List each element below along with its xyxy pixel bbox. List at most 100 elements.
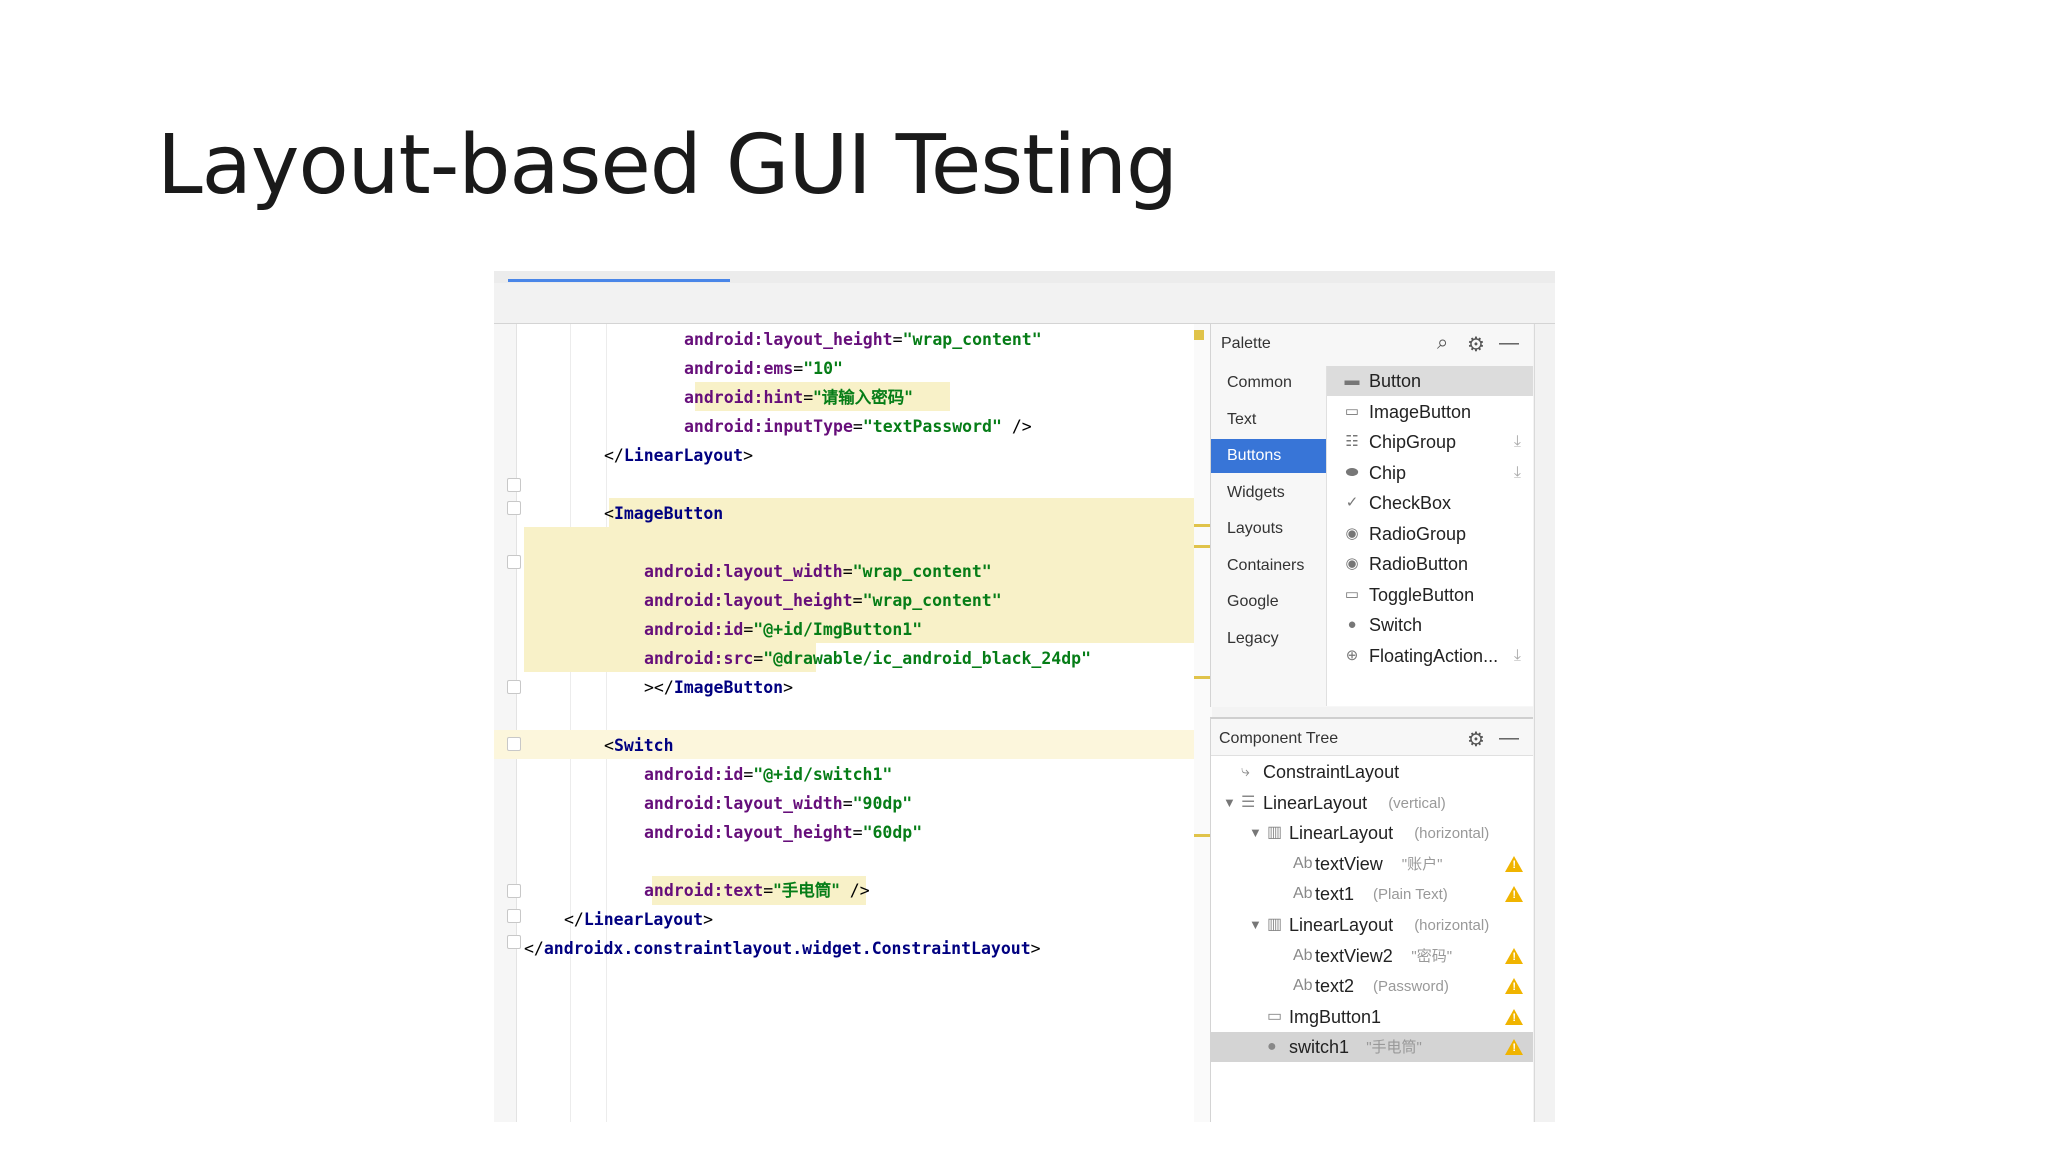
palette-item-label: ToggleButton <box>1369 584 1475 605</box>
component-detail: "密码" <box>1411 947 1453 965</box>
code-line[interactable]: <ImageButton <box>604 504 723 524</box>
minimize-icon[interactable]: — <box>1499 332 1519 354</box>
palette-item-label: ImageButton <box>1369 401 1472 422</box>
code-line[interactable]: android:ems="10" <box>684 359 843 379</box>
palette-category-buttons[interactable]: Buttons <box>1211 439 1326 473</box>
code-line[interactable]: android:layout_height="wrap_content" <box>644 591 1002 611</box>
image-button-icon: ▭ <box>1344 402 1360 420</box>
code-line[interactable]: android:layout_width="90dp" <box>644 794 912 814</box>
palette-category-legacy[interactable]: Legacy <box>1227 629 1279 647</box>
palette-item[interactable]: ▭ToggleButton <box>1327 580 1533 610</box>
minimize-icon[interactable]: — <box>1499 727 1519 749</box>
download-icon[interactable]: ⤓ <box>1513 433 1521 450</box>
code-line[interactable]: </LinearLayout> <box>564 910 713 930</box>
code-line[interactable]: <Switch <box>604 736 674 756</box>
warning-icon[interactable] <box>1505 855 1523 872</box>
fold-marker[interactable] <box>507 680 521 694</box>
stripe-mark[interactable] <box>1194 676 1212 679</box>
warning-icon[interactable] <box>1505 1008 1523 1025</box>
fold-marker[interactable] <box>507 884 521 898</box>
image-button-icon: ▭ <box>1267 1007 1283 1025</box>
android-studio-screenshot: android:layout_height="wrap_content"andr… <box>494 271 1555 1122</box>
code-token: android:layout_height <box>644 591 853 610</box>
palette-category-common[interactable]: Common <box>1227 374 1292 391</box>
palette-item-label: FloatingAction... <box>1369 645 1499 666</box>
code-token: = <box>763 881 774 900</box>
expand-arrow-icon[interactable]: ▼ <box>1249 825 1262 841</box>
palette-item[interactable]: ▬Button <box>1327 366 1533 396</box>
component-tree-row[interactable]: ▼☰LinearLayout(vertical) <box>1211 788 1533 818</box>
palette-category-layouts[interactable]: Layouts <box>1227 520 1284 537</box>
code-token: "10" <box>803 359 843 378</box>
warning-mark: ! <box>1512 858 1516 871</box>
fold-marker[interactable] <box>507 555 521 569</box>
palette-header: Palette ⌕ ⚙ — <box>1211 324 1533 360</box>
component-tree-row[interactable]: ▼▥LinearLayout(horizontal) <box>1211 910 1533 940</box>
fold-marker[interactable] <box>507 478 521 492</box>
palette-category-text[interactable]: Text <box>1227 410 1257 428</box>
code-line[interactable]: android:hint="请输入密码" <box>684 388 913 408</box>
code-line[interactable]: android:layout_width="wrap_content" <box>644 562 992 582</box>
fold-marker[interactable] <box>507 501 521 515</box>
component-tree-row[interactable]: ▼▥LinearLayout(horizontal) <box>1211 818 1533 848</box>
search-icon[interactable]: ⌕ <box>1437 332 1449 354</box>
component-tree-row[interactable]: ⤷ConstraintLayout <box>1211 757 1533 787</box>
code-line[interactable]: android:layout_height="60dp" <box>644 823 922 843</box>
palette-item[interactable]: ◉RadioGroup <box>1327 519 1533 549</box>
component-tree-row[interactable]: ▭ImgButton1! <box>1211 1002 1533 1032</box>
download-icon[interactable]: ⤓ <box>1513 646 1521 664</box>
code-token: android:ems <box>684 359 794 378</box>
palette-category-google[interactable]: Google <box>1227 593 1279 610</box>
code-token: = <box>842 562 853 581</box>
palette-item[interactable]: ◉RadioButton <box>1327 549 1533 579</box>
code-line[interactable]: android:src="@drawable/ic_android_black_… <box>644 649 1091 669</box>
palette-category-containers[interactable]: Containers <box>1227 556 1305 574</box>
palette-item-label: CheckBox <box>1369 493 1452 513</box>
code-line[interactable]: </LinearLayout> <box>604 446 753 466</box>
fold-marker[interactable] <box>507 935 521 949</box>
editor-tab-bar[interactable] <box>494 271 1555 283</box>
xml-code-editor[interactable]: android:layout_height="wrap_content"andr… <box>494 324 1210 1122</box>
download-icon[interactable]: ⤓ <box>1513 463 1521 481</box>
code-line[interactable]: android:layout_height="wrap_content" <box>684 330 1042 350</box>
fold-marker[interactable] <box>507 909 521 923</box>
gear-icon[interactable]: ⚙ <box>1467 729 1485 751</box>
gear-icon[interactable]: ⚙ <box>1467 334 1485 356</box>
code-line[interactable]: ></ImageButton> <box>644 678 793 698</box>
palette-item[interactable]: ●Switch <box>1327 610 1533 640</box>
code-token: = <box>803 388 814 407</box>
palette-item[interactable]: ▭ ImageButton <box>1327 397 1533 427</box>
code-line[interactable]: android:text="手电筒" /> <box>644 881 870 901</box>
code-token: < <box>604 504 614 523</box>
code-line[interactable]: android:inputType="textPassword" /> <box>684 417 1032 437</box>
palette-item-label: Switch <box>1369 615 1423 635</box>
code-token: android:hint <box>684 388 804 407</box>
stripe-mark[interactable] <box>1194 524 1212 527</box>
warning-icon[interactable] <box>1505 947 1523 964</box>
palette-item[interactable]: ☷ChipGroup⤓ <box>1327 427 1533 457</box>
fold-marker[interactable] <box>507 737 521 751</box>
code-line[interactable]: android:id="@+id/ImgButton1" <box>644 620 922 640</box>
component-tree-row[interactable]: ●switch1"手电筒"! <box>1211 1032 1533 1063</box>
code-token: androidx.constraintlayout.widget.Constra… <box>543 939 1031 958</box>
stripe-mark[interactable] <box>1194 545 1212 548</box>
switch-icon: ● <box>1267 1038 1277 1056</box>
palette-item[interactable]: ✓CheckBox <box>1327 488 1533 518</box>
stripe-mark[interactable] <box>1194 834 1212 837</box>
warning-icon[interactable] <box>1505 1039 1523 1056</box>
warning-icon[interactable] <box>1505 978 1523 995</box>
code-line[interactable]: </androidx.constraintlayout.widget.Const… <box>524 939 1041 959</box>
component-detail: (vertical) <box>1388 794 1446 812</box>
warning-icon[interactable] <box>1505 886 1523 903</box>
palette-item[interactable]: ⬬Chip⤓ <box>1327 458 1533 488</box>
code-token: android:inputType <box>684 417 853 436</box>
code-line[interactable]: android:id="@+id/switch1" <box>644 765 892 785</box>
expand-arrow-icon[interactable]: ▼ <box>1223 794 1236 810</box>
expand-arrow-icon[interactable]: ▼ <box>1249 917 1262 932</box>
palette-item[interactable]: ⊕FloatingAction...⤓ <box>1327 641 1533 671</box>
palette-category-widgets[interactable]: Widgets <box>1227 483 1285 501</box>
